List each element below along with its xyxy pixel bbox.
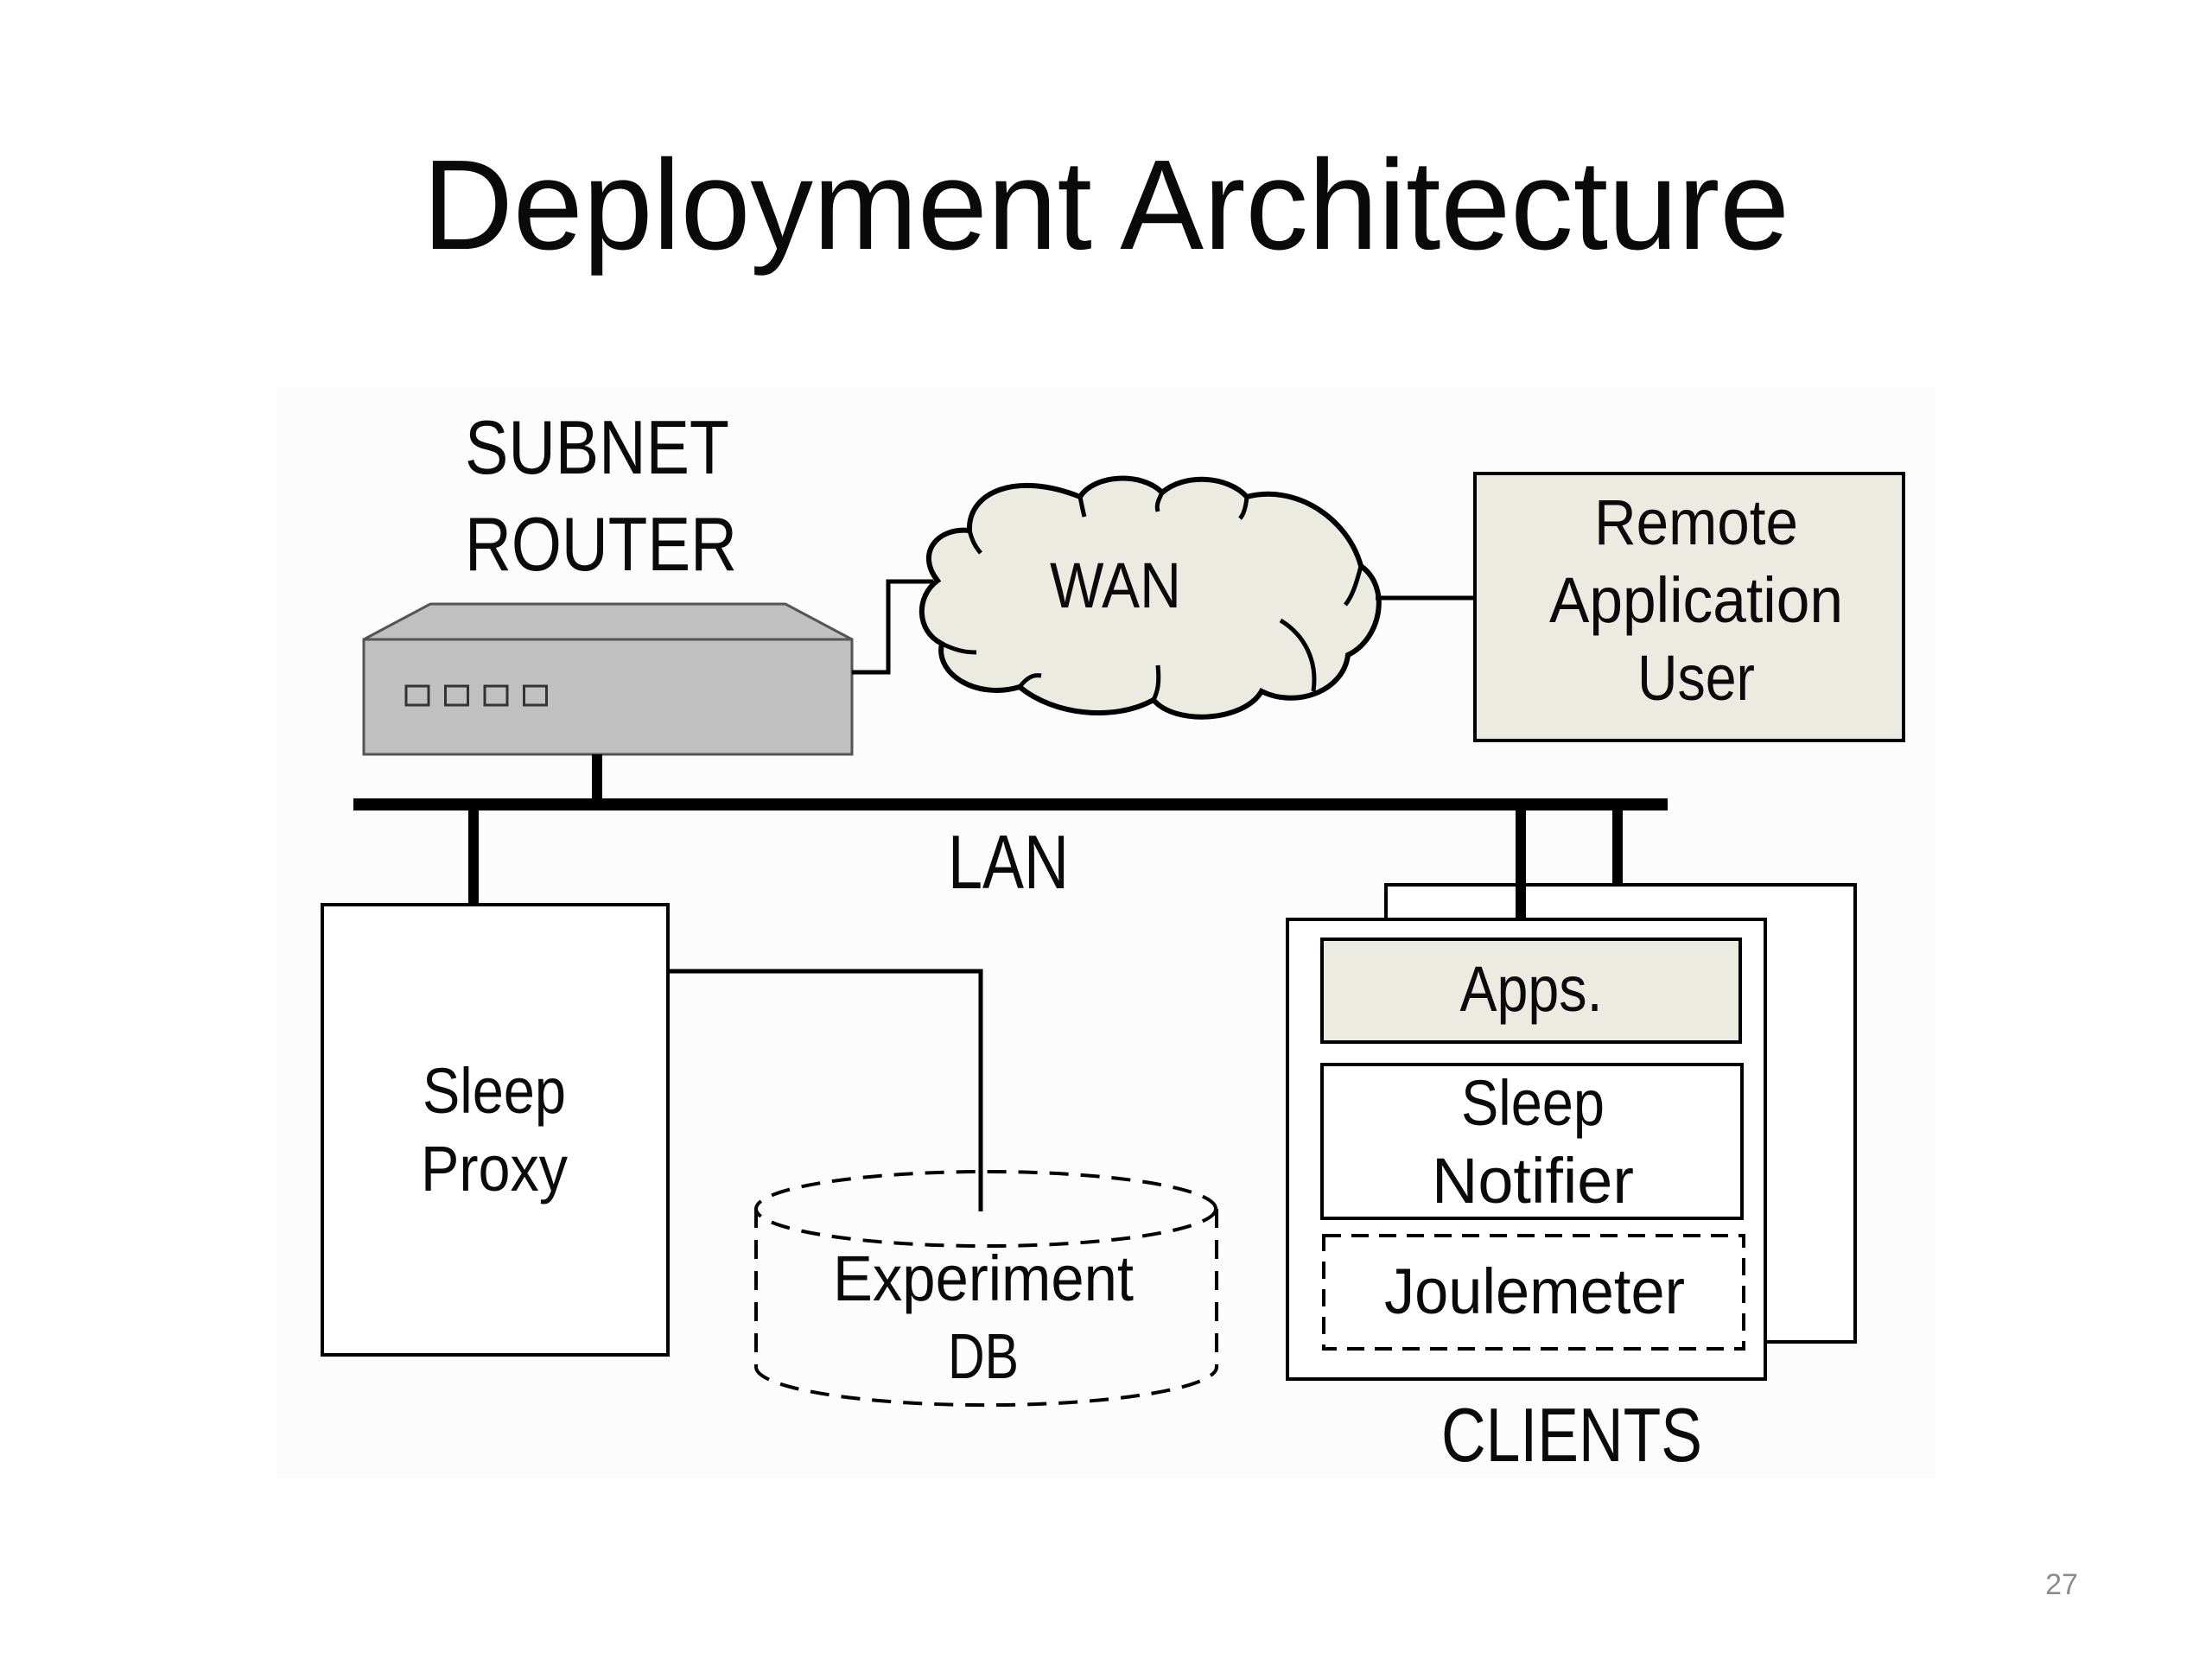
apps-box [1320,938,1742,1044]
router-port-icon [404,684,430,707]
sleep-notifier-box [1320,1063,1744,1220]
experiment-db-line2: DB [948,1320,1019,1392]
clients-label: CLIENTS [1441,1392,1702,1478]
wan-cloud-icon [918,475,1382,720]
remote-user-box [1473,472,1905,742]
router-label-line1: SUBNET [465,404,729,490]
apps-label: Apps. [1460,953,1603,1025]
experiment-db-line1: Experiment [833,1243,1134,1314]
router-wan-link [852,579,933,675]
router-icon [362,602,854,756]
router-port-icon [444,684,469,707]
wan-label: WAN [1050,550,1181,621]
joulemeter-box [1322,1234,1745,1351]
remote-user-line2: Application [1549,564,1843,636]
router-port-icon [483,684,509,707]
database-icon [754,1170,1218,1408]
sleep-proxy-line1: Sleep [423,1055,566,1127]
sleep-notifier-line2: Notifier [1432,1145,1634,1217]
lan-label: LAN [948,819,1069,905]
sleep-proxy-box [321,903,670,1357]
page-number: 27 [2045,1568,2078,1601]
joulemeter-label: Joulemeter [1384,1255,1685,1327]
router-port-icon [523,684,548,707]
sleep-proxy-line2: Proxy [421,1133,568,1205]
slide-title: Deployment Architecture [423,134,1789,276]
proxy-db-link [668,969,983,1211]
router-label-line2: ROUTER [465,501,737,587]
sleep-notifier-line1: Sleep [1461,1067,1605,1139]
remote-user-line1: Remote [1594,486,1798,558]
remote-user-line3: User [1637,642,1755,714]
